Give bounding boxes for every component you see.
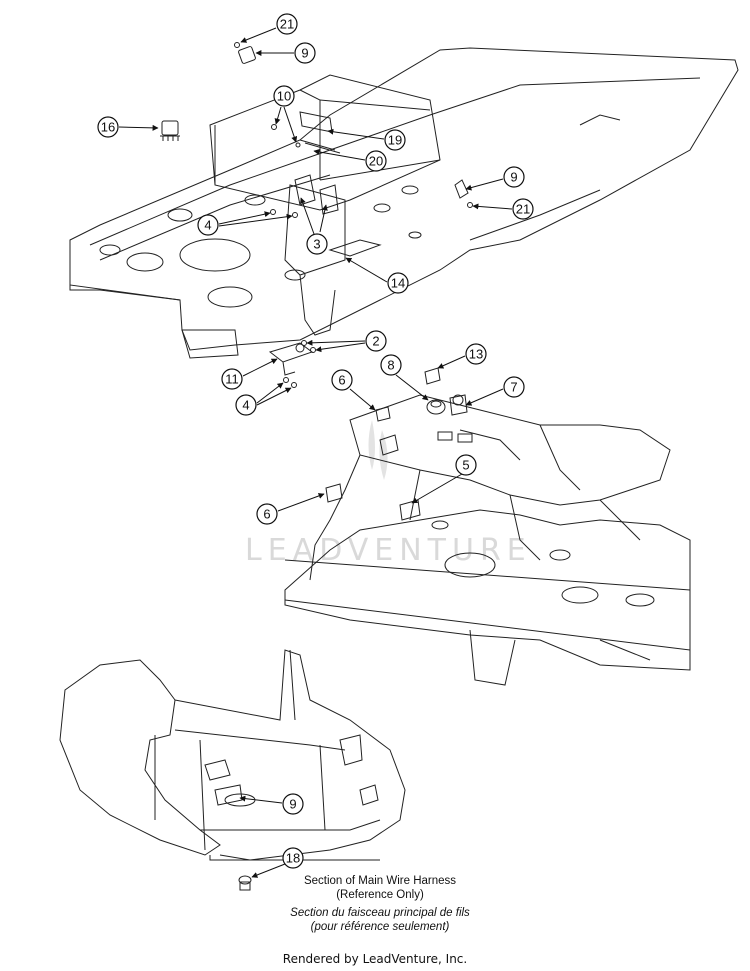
caption-french-reference: (pour référence seulement) — [310, 921, 450, 933]
callout-20: 20 — [313, 148, 387, 172]
callout-9: 9 — [465, 166, 525, 191]
callout-6: 6 — [331, 369, 376, 411]
callout-18: 18 — [251, 847, 304, 878]
svg-text:4: 4 — [242, 398, 249, 413]
middle-small-parts — [325, 367, 468, 503]
svg-text:21: 21 — [280, 17, 294, 32]
callout-7: 7 — [465, 376, 525, 406]
callout-14: 14 — [345, 257, 409, 294]
svg-text:9: 9 — [289, 797, 296, 812]
callout-19: 19 — [327, 128, 406, 151]
footer-credit: Rendered by LeadVenture, Inc. — [282, 952, 468, 966]
callout-8: 8 — [380, 354, 429, 401]
svg-text:13: 13 — [469, 347, 483, 362]
callout-10: 10 — [273, 85, 298, 143]
svg-text:16: 16 — [101, 120, 115, 135]
svg-text:10: 10 — [277, 89, 291, 104]
caption-main-harness: Section of Main Wire Harness — [303, 875, 457, 887]
callout-9: 9 — [255, 42, 316, 64]
svg-text:21: 21 — [516, 202, 530, 217]
svg-text:11: 11 — [225, 372, 239, 387]
svg-text:18: 18 — [286, 851, 300, 866]
callout-11: 11 — [221, 358, 278, 390]
svg-text:6: 6 — [263, 507, 270, 522]
svg-text:9: 9 — [301, 46, 308, 61]
svg-text:19: 19 — [388, 133, 402, 148]
callouts: 21 9 10 16 19 20 — [97, 13, 534, 878]
callout-21: 21 — [472, 198, 534, 220]
svg-text:14: 14 — [391, 276, 405, 291]
callout-4: 4 — [197, 211, 293, 236]
svg-text:2: 2 — [372, 334, 379, 349]
watermark-text: LEADVENTURE — [245, 533, 532, 568]
caption-french-harness: Section du faisceau principal de fils — [290, 907, 470, 919]
callout-6: 6 — [256, 493, 325, 525]
callout-3: 3 — [300, 197, 328, 255]
svg-text:9: 9 — [510, 170, 517, 185]
callout-2: 2 — [306, 330, 387, 353]
svg-text:6: 6 — [338, 373, 345, 388]
callout-4: 4 — [235, 382, 292, 416]
watermark: LEADVENTURE — [245, 420, 532, 568]
svg-text:7: 7 — [510, 380, 517, 395]
middle-frame — [284, 394, 691, 686]
svg-text:3: 3 — [313, 237, 320, 252]
caption-reference-only: (Reference Only) — [336, 889, 424, 901]
lower-frame — [59, 649, 406, 891]
callout-13: 13 — [437, 343, 487, 369]
svg-text:4: 4 — [204, 218, 211, 233]
svg-text:20: 20 — [369, 154, 383, 169]
callout-21: 21 — [240, 13, 298, 43]
callout-16: 16 — [97, 116, 159, 138]
upper-frame — [69, 47, 739, 359]
svg-text:8: 8 — [387, 358, 394, 373]
svg-text:5: 5 — [462, 458, 469, 473]
callout-9: 9 — [239, 793, 304, 815]
callout-5: 5 — [411, 454, 477, 504]
